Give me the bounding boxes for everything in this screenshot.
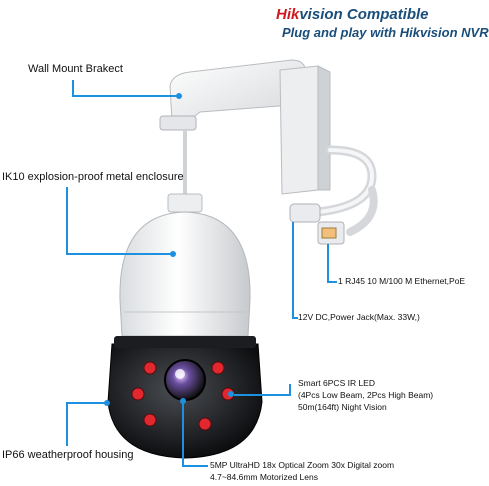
callout-line [72,80,74,96]
callout-line [289,384,291,396]
product-subtitle: Plug and play with Hikvision NVR [282,25,489,40]
callout-enclosure: IK10 explosion-proof metal enclosure [2,171,184,183]
callout-line [182,404,184,466]
callout-dot [180,398,186,404]
callout-line [66,402,106,404]
ptz-ball [107,336,263,459]
callout-line [66,187,68,254]
ir-led [131,387,145,401]
ir-led [198,417,212,431]
mount-pole [183,130,187,196]
dome-enclosure [119,193,251,337]
callout-dot [170,251,176,257]
ir-led [211,361,225,375]
callout-line [292,222,294,318]
brand-name: Hik [276,6,300,23]
ir-led [143,413,157,427]
camera-lens [164,359,206,401]
product-title: Hikvision Compatible [276,6,429,23]
callout-dot [228,391,234,397]
callout-dot [176,93,182,99]
callout-ir-title: Smart 6PCS IR LED [298,378,375,388]
callout-line [327,281,337,283]
title-rest: vision Compatible [299,6,429,23]
callout-line [292,317,298,319]
callout-dot [104,400,110,406]
callout-line [66,402,68,446]
callout-lens-zoom: 5MP UltraHD 18x Optical Zoom 30x Digital… [210,460,395,470]
callout-line [66,253,172,255]
callout-ir-range: 50m(164ft) Night Vision [298,402,387,412]
callout-ethernet: 1 RJ45 10 M/100 M Ethernet,PoE [338,276,466,286]
ir-led [143,361,157,375]
callout-power: 12V DC,Power Jack(Max. 33W,) [298,312,420,322]
callout-line [234,394,290,396]
cable [289,145,378,245]
wall-bracket [159,59,331,195]
callout-line [72,95,178,97]
callout-line [327,244,329,282]
callout-wall-mount: Wall Mount Brakect [28,63,123,75]
callout-ir-beams: (4Pcs Low Beam, 2Pcs High Beam) [298,390,434,400]
callout-lens-focal: 4.7~84.6mm Motorized Lens [210,472,318,482]
callout-line [182,465,208,467]
callout-housing: IP66 weatherproof housing [2,449,134,461]
